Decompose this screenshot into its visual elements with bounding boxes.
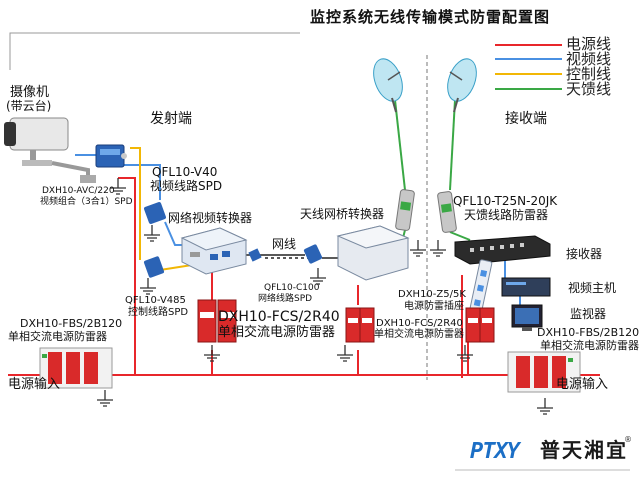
ground-symbols xyxy=(97,178,553,415)
camera-icon xyxy=(4,117,96,183)
antenna-right-icon xyxy=(447,58,477,113)
t25n-model-label: QFL10-T25N-20JK xyxy=(453,194,558,208)
network-video-converter-icon xyxy=(180,227,248,275)
c100-model-label: QFL10-C100 xyxy=(264,283,320,293)
frame-line xyxy=(9,32,300,70)
v40-desc-label: 视频线路SPD xyxy=(150,179,223,193)
c100-desc-label: 网络线路SPD xyxy=(258,294,313,304)
fbs-right-desc-label: 单相交流电源防雷器 xyxy=(540,339,639,352)
z5-desc-label: 电源防雷插座 xyxy=(404,301,464,312)
ground-v485 xyxy=(140,278,156,295)
control-lines xyxy=(130,147,193,271)
receiver-icon xyxy=(454,235,551,265)
receiver-label: 接收器 xyxy=(566,247,603,261)
v485-spd-icon xyxy=(143,256,165,278)
fbs-right-model-label: DXH10-FBS/2B120 xyxy=(537,326,640,339)
avc-spd-icon xyxy=(95,144,127,168)
v40-model-label: QFL10-V40 xyxy=(152,165,218,179)
brand-logo: PTXY xyxy=(470,439,520,464)
brand-registered-mark: ® xyxy=(624,435,632,444)
fcs-desc-label: 单相交流电源防雷器 xyxy=(218,325,336,340)
fbs-spd-right-icon xyxy=(507,351,581,393)
power-input-right: 电源输入 xyxy=(556,377,609,392)
ground-fcs-mid xyxy=(337,345,353,362)
diagram-title: 监控系统无线传输模式防雷配置图 xyxy=(310,8,551,26)
v40-spd-icon xyxy=(144,202,166,224)
section-transmit: 发射端 xyxy=(150,111,192,127)
section-receive: 接收端 xyxy=(505,111,547,127)
ground-antenna-left xyxy=(410,240,426,257)
feeder-right-antenna xyxy=(449,99,456,191)
ground-avc xyxy=(110,178,126,195)
antenna-left-icon xyxy=(373,58,403,113)
monitor-icon xyxy=(511,304,543,331)
video-host-label: 视频主机 xyxy=(568,281,617,295)
legend-label-feeder: 天馈线 xyxy=(566,80,612,98)
bridge-converter-icon xyxy=(336,225,410,281)
legend-label-control: 控制线 xyxy=(566,65,612,83)
avc-desc-label: 视频组合（3合1）SPD xyxy=(40,197,133,207)
v485-desc-label: 控制线路SPD xyxy=(128,307,189,318)
network-label: 网线 xyxy=(272,237,297,251)
fbs-left-model-label: DXH10-FBS/2B120 xyxy=(20,317,123,330)
feeder-spd-right-icon xyxy=(437,191,457,233)
power-input-left: 电源输入 xyxy=(8,377,61,392)
ground-fbs-right xyxy=(537,398,553,415)
video-avc-v40 xyxy=(120,164,161,200)
fcs-spd-center-icon xyxy=(197,299,237,343)
z5-model-label: DXH10-Z5/5K xyxy=(398,289,466,300)
fbs-left-desc-label: 单相交流电源防雷器 xyxy=(8,330,107,343)
ground-antenna-right xyxy=(430,240,446,257)
control-v485-converter xyxy=(159,264,193,271)
fbs-spd-left-icon xyxy=(39,347,113,389)
ground-fcs xyxy=(204,345,220,362)
ground-fcs2 xyxy=(457,345,473,362)
video-host-icon xyxy=(501,277,551,297)
avc-model-label: DXH10-AVC/220 xyxy=(42,186,115,196)
power-drop-camera xyxy=(118,177,136,375)
v485-model-label: QFL10-V485 xyxy=(125,295,186,306)
control-avc-v485 xyxy=(130,147,141,260)
legend-lines xyxy=(495,44,562,90)
ground-c100 xyxy=(310,268,326,285)
feeder-left-antenna xyxy=(394,99,406,191)
fcs-spd-mid-icon xyxy=(345,307,375,343)
legend-label-video: 视频线 xyxy=(566,50,612,68)
bridge-label: 天线网桥转换器 xyxy=(300,207,385,221)
monitor-label: 监视器 xyxy=(570,307,607,321)
ground-v40 xyxy=(144,225,160,242)
t25n-desc-label: 天馈线路防雷器 xyxy=(464,208,549,222)
fcs-model-label: DXH10-FCS/2R40 xyxy=(218,309,340,325)
c100-spd-icon xyxy=(248,244,323,264)
fcs-spd-right-icon xyxy=(465,307,495,343)
feeder-right-receiver xyxy=(449,231,471,241)
converter-label: 网络视频转换器 xyxy=(168,211,253,225)
fcs2-model-label: DXH10-FCS/2R40 xyxy=(376,318,463,329)
feeder-spd-left-icon xyxy=(395,189,415,231)
brand-name: 普天湘宜 xyxy=(540,438,628,462)
legend-label-power: 电源线 xyxy=(566,35,612,53)
ground-fbs-left xyxy=(97,390,113,407)
camera-sublabel: (带云台) xyxy=(6,99,52,113)
fcs2-desc-label: 单相交流电源防雷器 xyxy=(374,329,464,340)
camera-label: 摄像机 xyxy=(10,85,50,100)
